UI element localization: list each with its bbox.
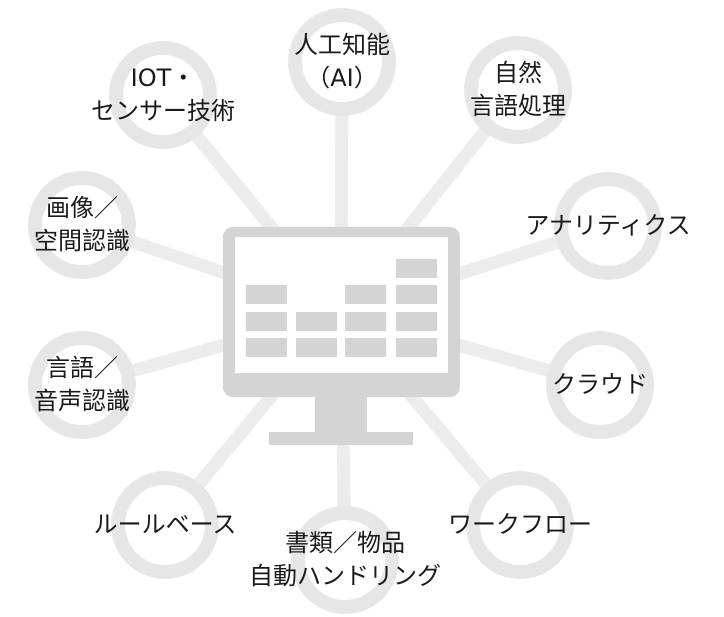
node-ring-image — [28, 171, 136, 279]
node-label-analytics: アナリティクス — [525, 210, 690, 243]
monitor-bar-block — [396, 312, 437, 331]
monitor-base — [269, 432, 413, 445]
node-label-line: ルールベース — [93, 510, 237, 539]
monitor-bar-block — [345, 312, 386, 331]
node-label-line: 書類／物品 — [285, 529, 405, 557]
node-ring-rulebase — [111, 471, 219, 579]
monitor-bar-block — [345, 285, 386, 304]
monitor-bar-block — [246, 285, 287, 304]
node-label-line: ワークフロー — [448, 510, 592, 539]
node-label-line: 空間認識 — [34, 227, 130, 255]
node-label-image: 画像／ 空間認識 — [34, 192, 130, 258]
node-label-iot: IOT・センサー技術 — [91, 62, 235, 128]
node-label-nlp: 自然言語処理 — [470, 57, 566, 123]
node-ring-document — [291, 506, 399, 614]
monitor-bar-block — [296, 338, 337, 357]
node-ring-analytics — [554, 172, 662, 280]
node-ring-workflow — [466, 471, 574, 579]
node-ring-cloud — [546, 331, 654, 439]
node-label-cloud: クラウド — [552, 369, 648, 402]
monitor-bar-block — [396, 285, 437, 304]
node-label-ai: 人工知能 （AI） — [294, 29, 390, 95]
node-ring-iot — [109, 41, 217, 149]
node-label-document: 書類／物品自動ハンドリング — [249, 527, 441, 593]
node-label-line: 画像／ — [46, 194, 118, 222]
monitor-neck — [315, 396, 367, 434]
node-label-line: 言語／ — [46, 354, 118, 382]
node-label-speech: 言語／ 音声認識 — [34, 352, 130, 418]
node-label-line: 言語処理 — [470, 92, 566, 120]
node-ring-nlp — [464, 36, 572, 144]
node-label-line: 自動ハンドリング — [249, 562, 441, 590]
node-ring-speech — [28, 331, 136, 439]
monitor-bar-block — [246, 338, 287, 357]
node-ring-ai — [288, 8, 396, 116]
monitor-bar-block — [246, 312, 287, 331]
node-label-workflow: ワークフロー — [448, 509, 592, 542]
node-label-line: （AI） — [306, 64, 378, 92]
node-label-line: センサー技術 — [91, 97, 235, 125]
monitor-bar-block — [345, 338, 386, 357]
node-label-rulebase: ルールベース — [94, 509, 237, 542]
node-label-line: アナリティクス — [525, 211, 691, 240]
monitor-bar-block — [296, 312, 337, 331]
node-label-line: 音声認識 — [34, 387, 130, 415]
node-label-line: 自然 — [494, 59, 542, 87]
node-label-line: クラウド — [552, 370, 648, 399]
node-label-line: IOT・ — [130, 64, 196, 92]
monitor-bar-block — [396, 338, 437, 357]
node-label-line: 人工知能 — [294, 31, 390, 59]
monitor-bar-block — [396, 259, 437, 278]
monitor-bar-chart-icon — [223, 227, 460, 445]
